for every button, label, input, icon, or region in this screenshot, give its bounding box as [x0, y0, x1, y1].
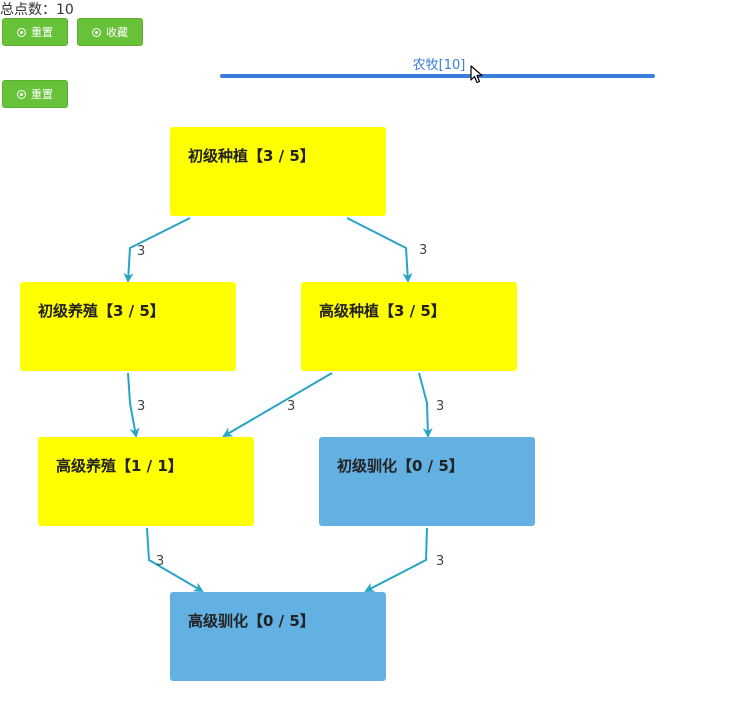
favorite-button-label: 收藏 [106, 26, 128, 39]
node-label: 高级种植【3 / 5】 [319, 302, 446, 320]
edge-label-n3-n4: 3 [287, 399, 295, 414]
reset-tree-icon [17, 89, 26, 99]
reset-tree-button[interactable]: 重置 [2, 80, 68, 108]
edge-label-n2-n4: 3 [137, 399, 145, 414]
edge-label-n5-n6: 3 [436, 554, 444, 569]
node-label: 初级种植【3 / 5】 [188, 147, 315, 165]
node-basic-planting[interactable]: 初级种植【3 / 5】 [170, 127, 386, 216]
tab-farming[interactable]: 农牧[10] [412, 58, 466, 73]
node-advanced-breeding[interactable]: 高级养殖【1 / 1】 [38, 437, 254, 526]
reset-icon [17, 27, 26, 37]
edge-n1-n2 [123, 217, 191, 283]
reset-tree-button-label: 重置 [31, 88, 53, 101]
node-label: 初级养殖【3 / 5】 [38, 302, 165, 320]
node-basic-breeding[interactable]: 初级养殖【3 / 5】 [20, 282, 236, 371]
edge-n5-n6 [364, 527, 428, 592]
edge-n4-n6 [146, 527, 204, 593]
edge-n1-n3 [346, 217, 413, 283]
node-label: 高级驯化【0 / 5】 [188, 612, 315, 630]
edge-label-n4-n6: 3 [156, 554, 164, 569]
reset-button[interactable]: 重置 [2, 18, 68, 46]
total-points-label: 总点数：10 [0, 2, 74, 18]
node-advanced-planting[interactable]: 高级种植【3 / 5】 [301, 282, 517, 371]
edge-label-n1-n3: 3 [419, 243, 427, 258]
mouse-cursor-icon [470, 65, 483, 84]
reset-button-label: 重置 [31, 26, 53, 39]
node-label: 初级驯化【0 / 5】 [337, 457, 464, 475]
edge-n3-n4 [222, 372, 333, 438]
favorite-icon [92, 27, 101, 37]
tab-active-indicator [220, 74, 655, 78]
favorite-button[interactable]: 收藏 [77, 18, 143, 46]
edge-label-n3-n5: 3 [436, 399, 444, 414]
node-label: 高级养殖【1 / 1】 [56, 457, 183, 475]
edge-n3-n5 [418, 372, 433, 438]
edge-label-n1-n2: 3 [137, 244, 145, 259]
node-advanced-domestication[interactable]: 高级驯化【0 / 5】 [170, 592, 386, 681]
node-basic-domestication[interactable]: 初级驯化【0 / 5】 [319, 437, 535, 526]
edge-n2-n4 [127, 372, 140, 438]
